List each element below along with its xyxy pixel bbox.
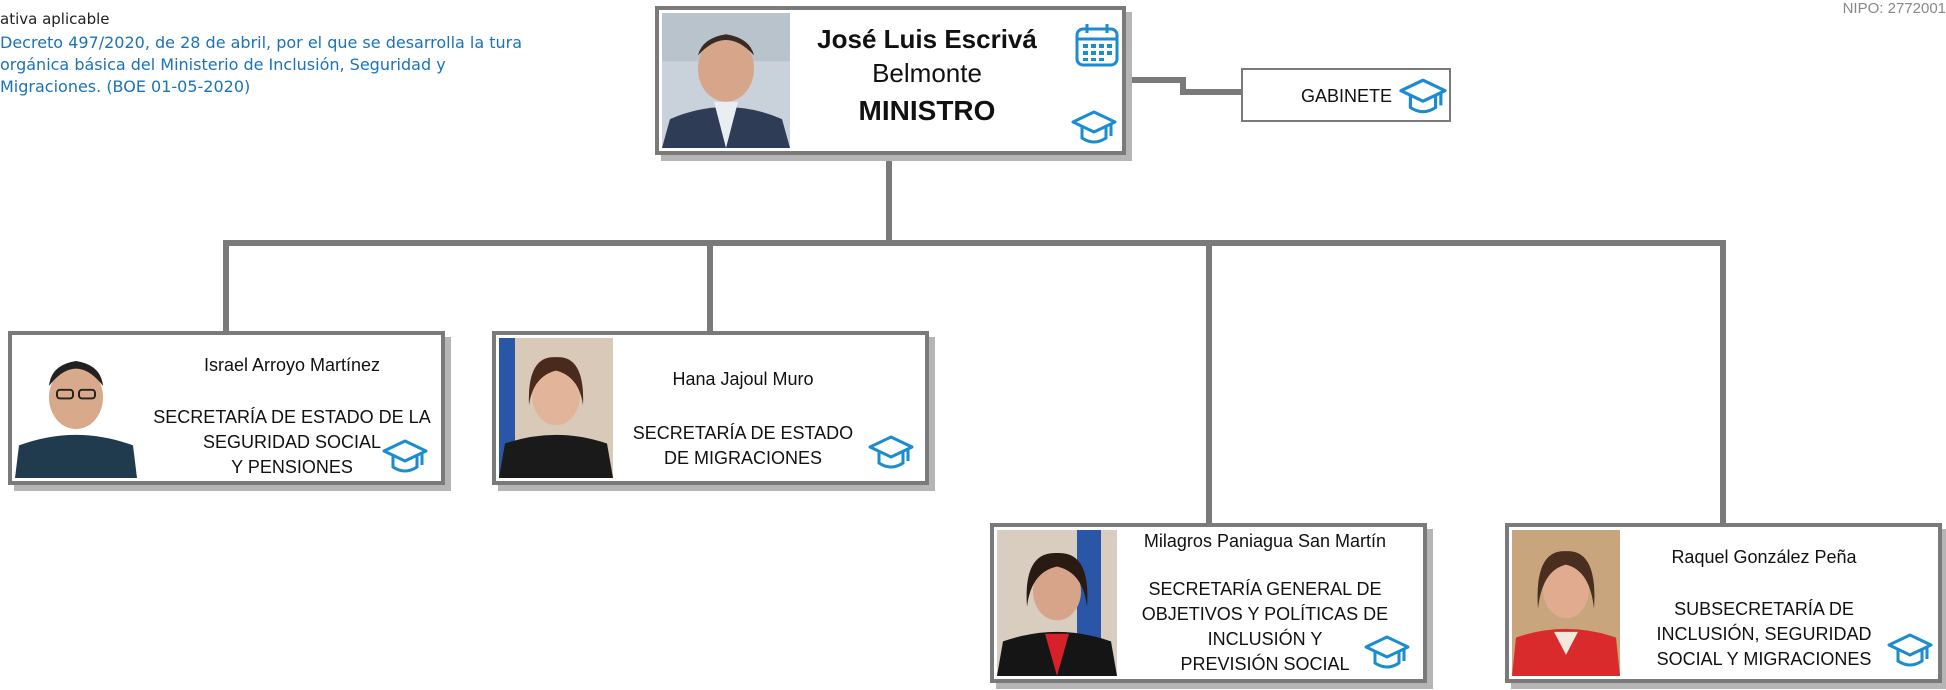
nipo-label: NIPO: 2772001 — [1842, 0, 1946, 17]
unit-person-name: Raquel González Peña — [1671, 547, 1857, 567]
graduation-cap-icon[interactable] — [1364, 633, 1410, 673]
graduation-cap-icon[interactable] — [382, 437, 428, 477]
person-photo — [499, 338, 613, 478]
minister-role: MINISTRO — [858, 95, 996, 126]
unit-role-line: SECRETARÍA DE ESTADO DE LA — [153, 407, 431, 427]
minister-card[interactable]: José Luis Escrivá Belmonte MINISTRO — [655, 6, 1126, 155]
unit-card-migraciones[interactable]: Hana Jajoul Muro SECRETARÍA DE ESTADO DE… — [492, 331, 929, 485]
graduation-cap-icon[interactable] — [1398, 76, 1448, 118]
unit-person-name: Hana Jajoul Muro — [672, 369, 814, 389]
person-photo — [15, 338, 137, 478]
unit-person-name: Israel Arroyo Martínez — [203, 355, 381, 375]
graduation-cap-icon[interactable] — [1071, 108, 1117, 148]
unit-role-line: SUBSECRETARÍA DE — [1674, 599, 1854, 619]
unit-card-objetivos-inclusion[interactable]: Milagros Paniagua San Martín SECRETARÍA … — [990, 523, 1427, 683]
person-photo — [997, 530, 1117, 676]
graduation-cap-icon[interactable] — [1887, 631, 1933, 671]
unit-role-line: PREVISIÓN SOCIAL — [1180, 654, 1350, 674]
unit-role-line: SECRETARÍA GENERAL DE — [1148, 579, 1382, 599]
unit-role-line: INCLUSIÓN Y — [1207, 629, 1323, 649]
legal-decree-link[interactable]: Decreto 497/2020, de 28 de abril, por el… — [0, 33, 523, 96]
minister-photo — [662, 13, 790, 148]
unit-role-line: SEGURIDAD SOCIAL — [202, 432, 382, 452]
unit-role-line: INCLUSIÓN, SEGURIDAD — [1656, 624, 1872, 644]
legal-notice: ativa aplicable Decreto 497/2020, de 28 … — [0, 10, 540, 98]
person-photo — [1512, 530, 1620, 676]
unit-role-line: DE MIGRACIONES — [663, 448, 823, 468]
gabinete-box[interactable]: GABINETE — [1241, 68, 1451, 122]
unit-role-line: OBJETIVOS Y POLÍTICAS DE — [1141, 604, 1389, 624]
unit-person-name: Milagros Paniagua San Martín — [1143, 531, 1387, 551]
minister-name-line2: Belmonte — [872, 58, 982, 88]
unit-card-seguridad-social[interactable]: Israel Arroyo Martínez SECRETARÍA DE EST… — [8, 331, 445, 485]
connector-gabinete — [1126, 77, 1241, 95]
legal-title: ativa aplicable — [0, 10, 110, 28]
calendar-icon[interactable] — [1074, 22, 1120, 68]
gabinete-label: GABINETE — [1301, 86, 1393, 106]
unit-card-subsecretaria[interactable]: Raquel González Peña SUBSECRETARÍA DE IN… — [1505, 523, 1942, 683]
unit-role-line: Y PENSIONES — [231, 457, 353, 477]
unit-role-line: SOCIAL Y MIGRACIONES — [1656, 649, 1872, 669]
unit-role-line: SECRETARÍA DE ESTADO — [632, 423, 854, 443]
minister-name-line1: José Luis Escrivá — [817, 24, 1037, 54]
graduation-cap-icon[interactable] — [868, 433, 914, 473]
